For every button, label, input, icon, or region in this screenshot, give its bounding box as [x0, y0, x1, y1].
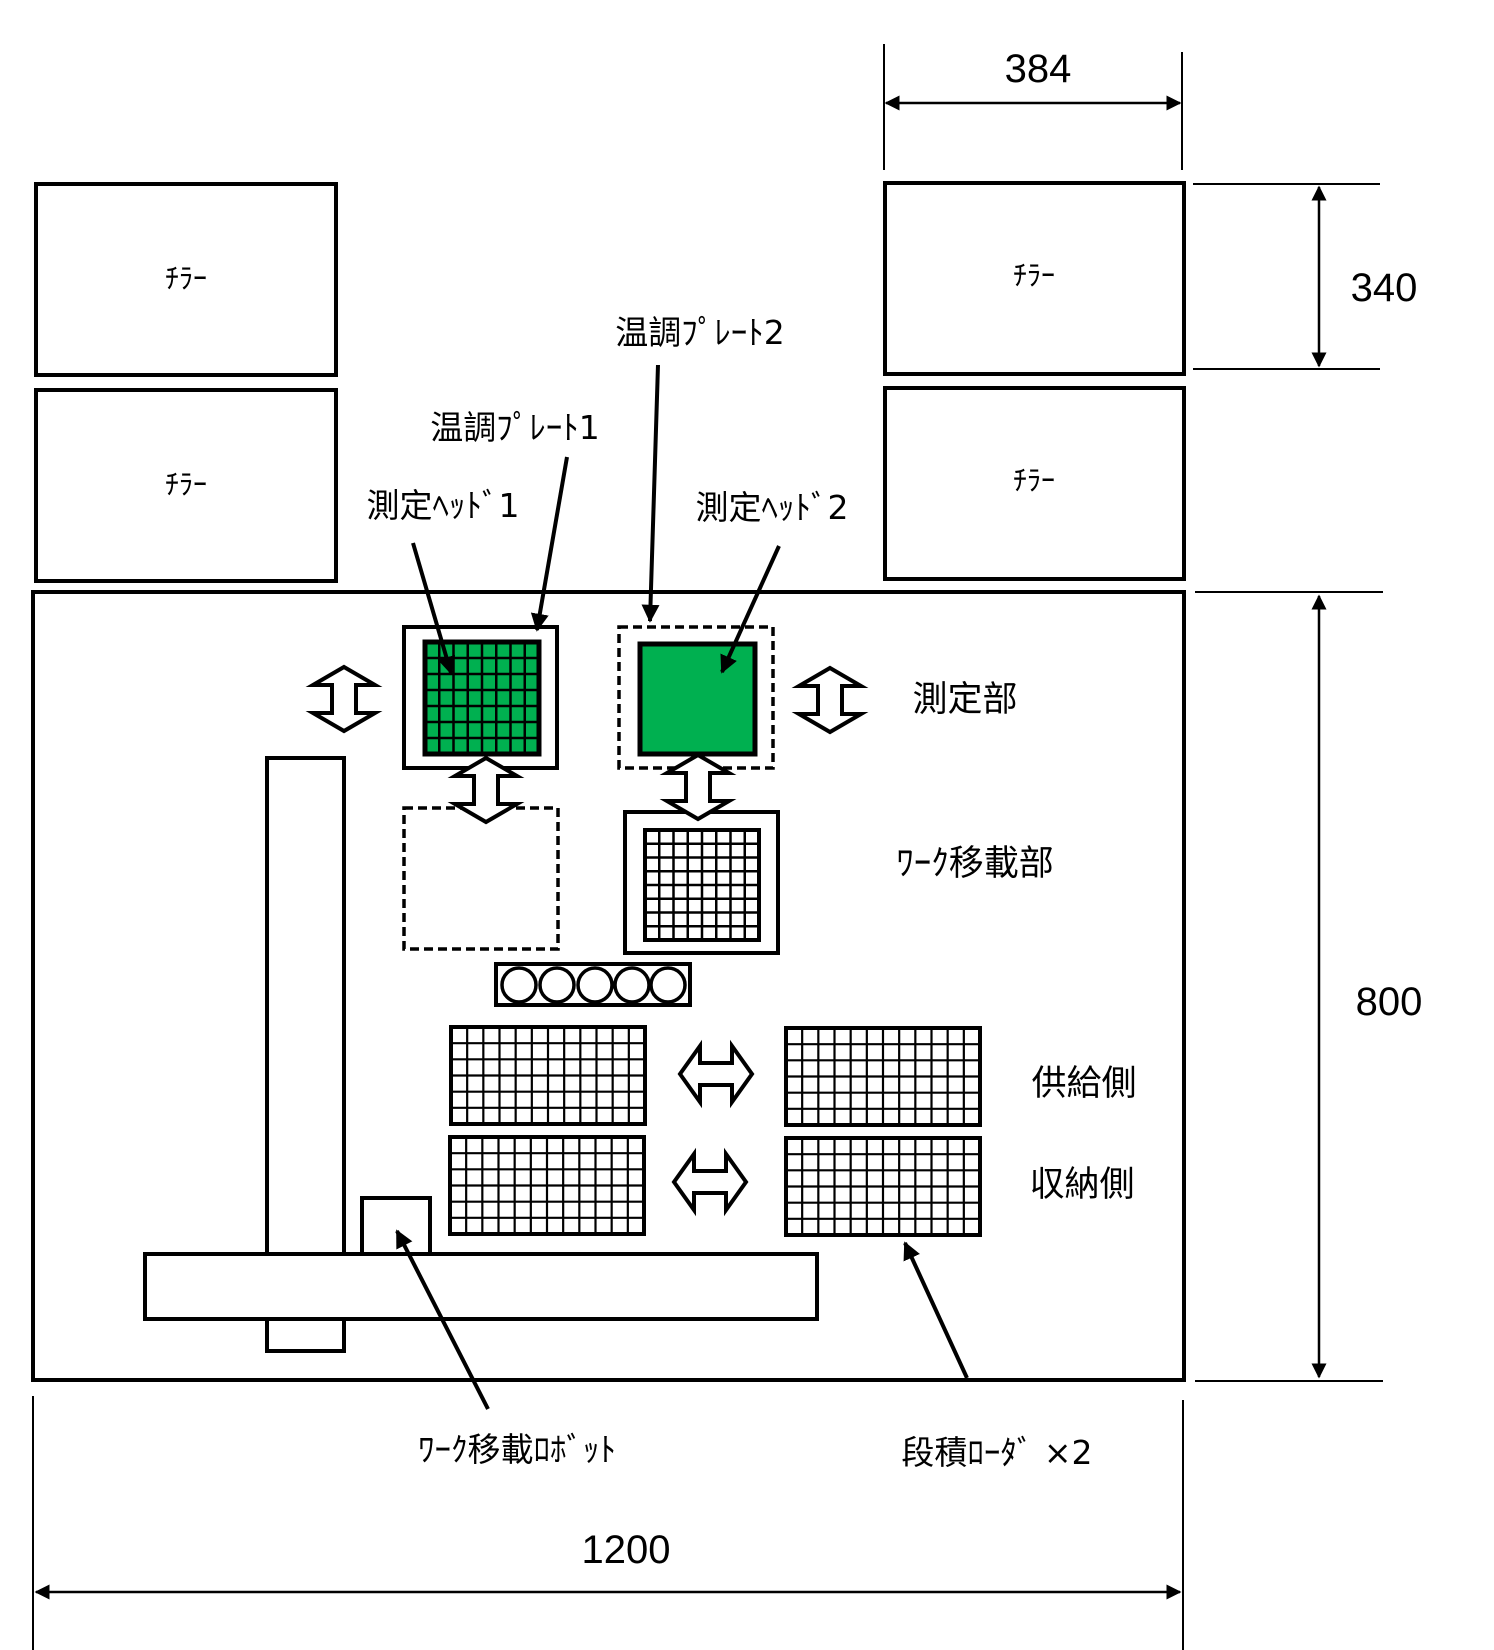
dimension-800: 800	[1195, 591, 1423, 1382]
tray-supply-right	[784, 1026, 982, 1127]
callout-arrows	[395, 364, 969, 1410]
label-temp-plate-2: 温調ﾌﾟﾚｰﾄ2	[615, 313, 785, 352]
work-transfer-tray-grid	[645, 830, 759, 940]
machine-outline	[31, 590, 1186, 1382]
temp-plate-2	[617, 625, 775, 770]
movement-arrows	[305, 664, 869, 1217]
dimension-340: 340	[1193, 183, 1418, 370]
label-work-transfer-robot: ﾜｰｸ移載ﾛﾎﾞｯﾄ	[418, 1430, 616, 1469]
label-supply-side: 供給側	[1031, 1064, 1136, 1104]
chiller-bottom-left: ﾁﾗｰ	[34, 388, 338, 583]
double-arrow-icon	[305, 664, 383, 734]
chiller-top-left: ﾁﾗｰ	[34, 182, 338, 377]
buffer-unit	[494, 962, 692, 1007]
dimension-800-label: 800	[1356, 980, 1423, 1024]
dimension-384: 384	[883, 44, 1183, 170]
double-arrow-icon	[671, 1147, 749, 1217]
label-measurement-section: 測定部	[912, 680, 1017, 720]
chiller-label: ﾁﾗｰ	[165, 262, 207, 295]
temp-plate-1	[402, 625, 559, 770]
label-measure-head-2: 測定ﾍｯﾄﾞ2	[696, 488, 849, 527]
double-arrow-icon	[791, 665, 869, 735]
tray-storage-left	[448, 1135, 646, 1236]
double-arrow-icon	[447, 755, 525, 825]
dimension-1200: 1200	[32, 1396, 1184, 1650]
robot-hand	[360, 1196, 432, 1256]
dimension-1200-label: 1200	[582, 1528, 671, 1572]
measure-head-2	[637, 641, 758, 757]
work-transfer-slot-tray	[623, 810, 780, 955]
chiller-top-right: ﾁﾗｰ	[883, 181, 1186, 376]
dimension-340-label: 340	[1351, 266, 1418, 310]
chiller-label: ﾁﾗｰ	[1013, 464, 1055, 497]
chiller-label: ﾁﾗｰ	[165, 468, 207, 501]
chiller-label: ﾁﾗｰ	[1013, 259, 1055, 292]
work-transfer-slot-empty	[402, 806, 560, 951]
tray-storage-right	[784, 1136, 982, 1237]
double-arrow-icon	[659, 752, 737, 822]
label-stack-loader: 段積ﾛｰﾀﾞ ×2	[901, 1433, 1092, 1472]
label-temp-plate-1: 温調ﾌﾟﾚｰﾄ1	[430, 408, 600, 447]
tray-supply-left	[449, 1025, 647, 1126]
robot-horizontal-rail	[143, 1252, 819, 1321]
label-work-transfer-section: ﾜｰｸ移載部	[896, 844, 1054, 884]
chiller-bottom-right: ﾁﾗｰ	[883, 386, 1186, 581]
label-storage-side: 収納側	[1029, 1165, 1134, 1205]
dimension-384-label: 384	[1005, 47, 1072, 91]
double-arrow-icon	[677, 1039, 755, 1109]
label-measure-head-1: 測定ﾍｯﾄﾞ1	[367, 486, 520, 525]
work-transfer-robot	[143, 756, 819, 1353]
